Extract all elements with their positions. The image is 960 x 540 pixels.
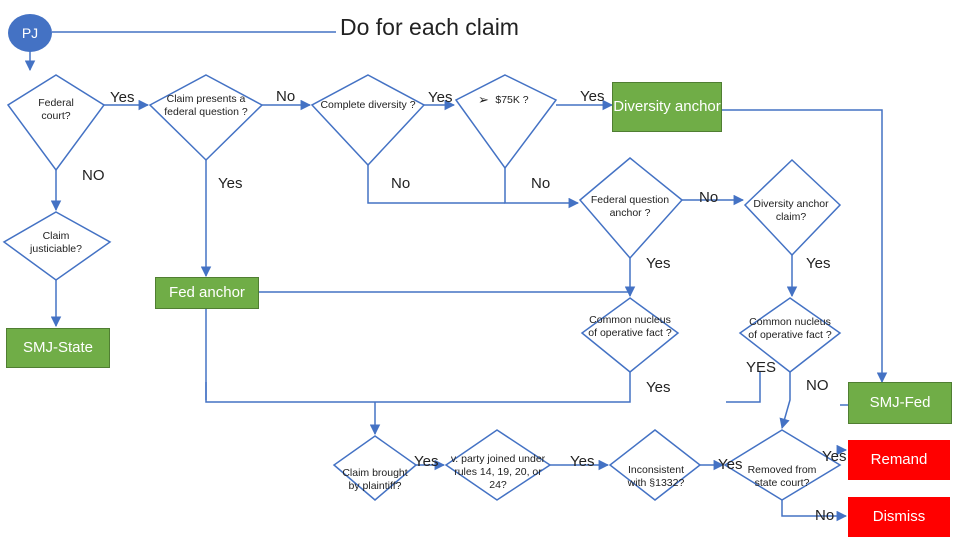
label-fq-anchor: Federal question anchor ? — [590, 194, 670, 220]
edge-no-merge — [367, 165, 505, 204]
label-federal-question: Claim presents a federal question ? — [164, 93, 248, 119]
edge-removed-no — [781, 500, 848, 522]
edge-label-yes: Yes — [718, 456, 743, 473]
label-party-joined: v. party joined under rules 14, 19, 20, … — [450, 453, 546, 492]
edge-label-no: No — [699, 189, 719, 206]
label-common-nucleus-2: Common nucleus of operative fact ? — [748, 316, 832, 342]
fed-anchor-box: Fed anchor — [155, 277, 259, 309]
diamond-complete-diversity — [310, 74, 426, 167]
edge-cn1-yes — [205, 372, 631, 403]
diamond-party-joined — [444, 429, 552, 501]
edge-label-yes: Yes — [570, 453, 595, 470]
label-federal-court: Federal court? — [38, 97, 74, 123]
smj-state-box: SMJ-State — [6, 328, 110, 368]
label-removed: Removed from state court? — [747, 464, 817, 490]
edge-cn2-yes — [726, 372, 761, 403]
diamond-inconsistent — [608, 429, 702, 501]
edge-label-no: No — [276, 88, 296, 105]
smj-fed-box: SMJ-Fed — [848, 382, 952, 424]
edge-amount-no — [504, 168, 580, 209]
label-diversity-anchor-claim: Diversity anchor claim? — [753, 198, 829, 224]
edge-label-no: NO — [82, 167, 105, 184]
label-complete-diversity: Complete diversity ? — [320, 99, 416, 111]
edge-label-yes: Yes — [822, 448, 847, 465]
edge-label-yes: Yes — [218, 175, 243, 192]
edge-label-yes: Yes — [646, 255, 671, 272]
label-common-nucleus-1: Common nucleus of operative fact ? — [588, 314, 672, 340]
edge-label-yes: Yes — [806, 255, 831, 272]
edge-label-yes: Yes — [414, 453, 439, 470]
edge-label-yes: YES — [746, 359, 777, 376]
dismiss-box: Dismiss — [848, 497, 950, 537]
label-amount: $75K ? — [495, 94, 529, 106]
edge-label-yes: Yes — [428, 89, 453, 106]
pj-start-node: PJ — [8, 14, 52, 52]
edge-label-no: No — [531, 175, 551, 192]
amount-bullet: ➢ — [478, 92, 489, 107]
page-title: Do for each claim — [340, 14, 519, 40]
diversity-anchor-box: Diversity anchor — [612, 82, 722, 132]
edge-cn2-no — [779, 372, 791, 430]
diamond-amount — [454, 74, 558, 170]
edge-label-yes: Yes — [646, 379, 671, 396]
diamond-claim-by-plaintiff — [332, 435, 418, 501]
edge-label-yes: Yes — [110, 89, 135, 106]
edge-label-no: NO — [806, 377, 829, 394]
edge-label-no: No — [815, 507, 835, 524]
edge-label-no: No — [391, 175, 411, 192]
edge-div-anchor-right — [696, 109, 888, 384]
edge-label-yes: Yes — [580, 88, 605, 105]
remand-box: Remand — [848, 440, 950, 480]
label-inconsistent: Inconsistent with §1332? — [627, 464, 685, 490]
label-claim-justiciable: Claim justiciable? — [30, 230, 82, 256]
label-claim-by-plaintiff: Claim brought by plaintiff? — [342, 467, 408, 493]
